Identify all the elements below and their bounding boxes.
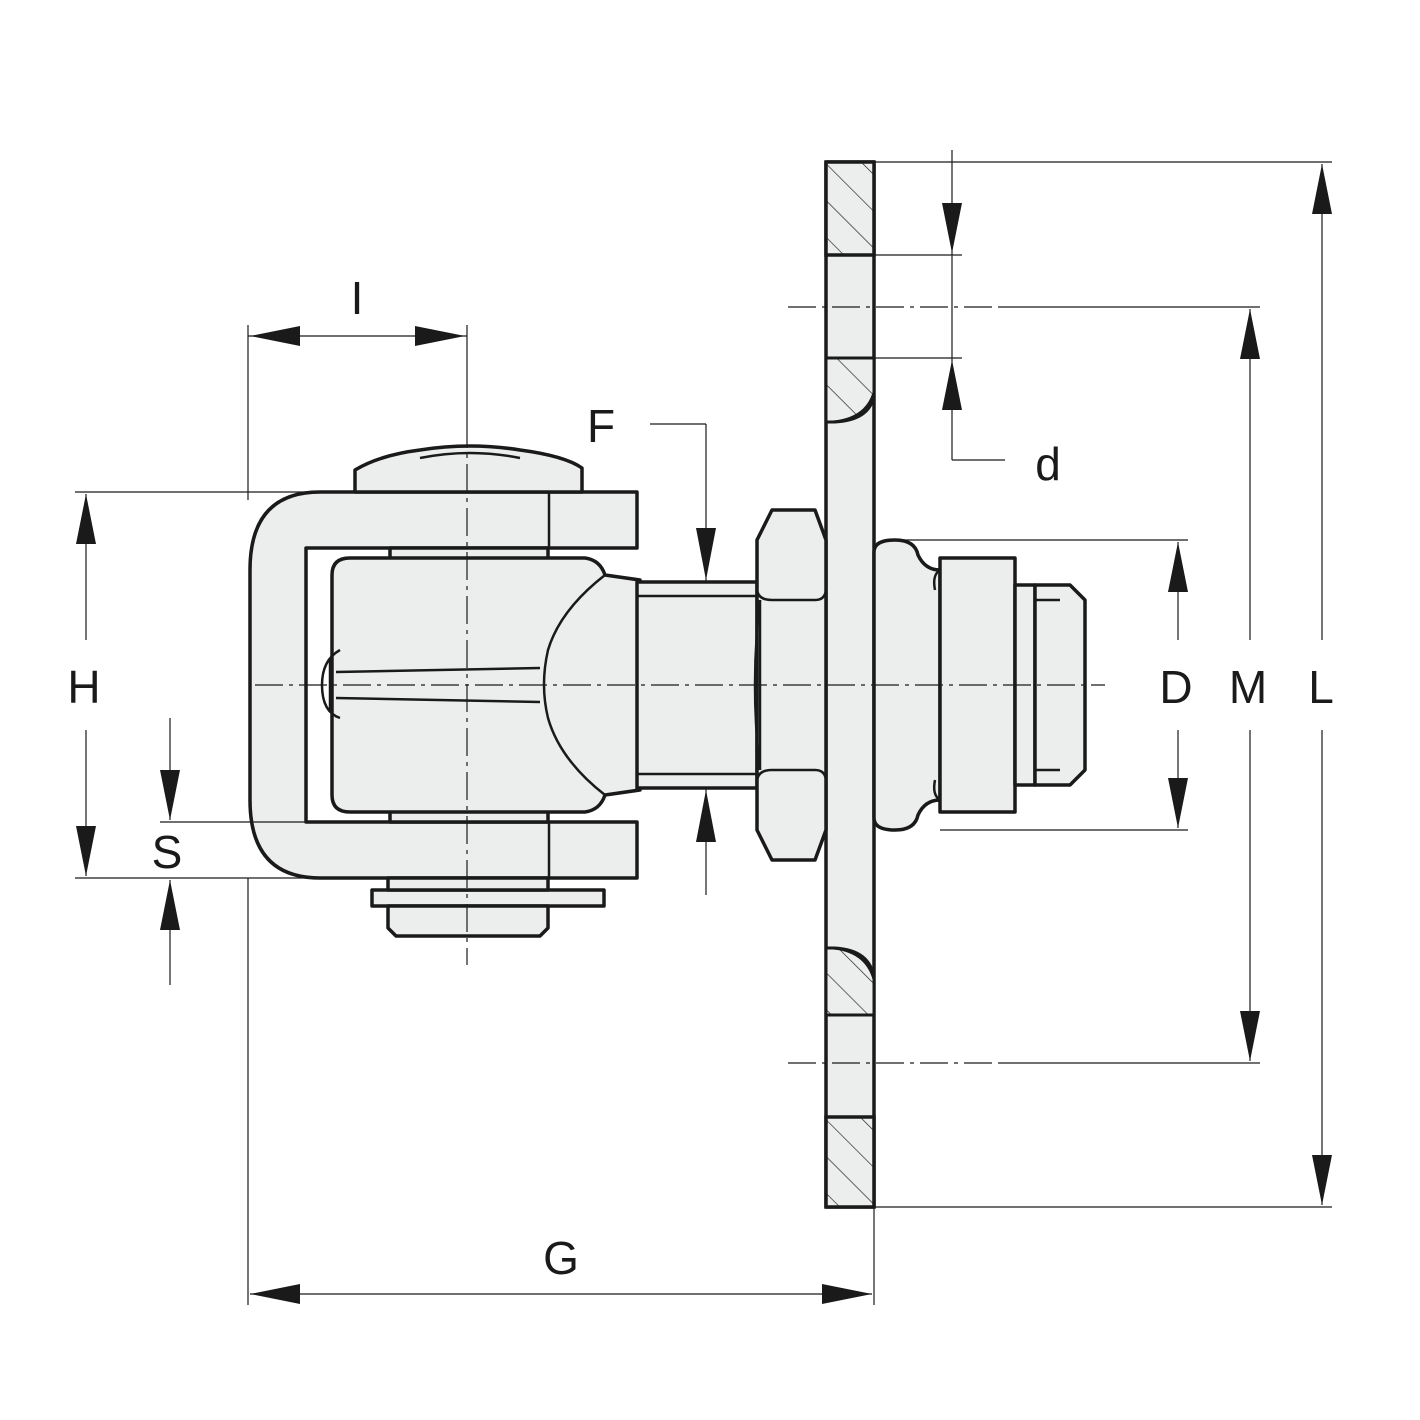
label-i: I (351, 272, 364, 324)
mounting-plate (824, 160, 876, 1209)
label-h: H (67, 661, 100, 713)
dimension-g (247, 878, 875, 1305)
label-g: G (543, 1232, 579, 1284)
label-m: M (1229, 661, 1267, 713)
label-s: S (152, 826, 183, 878)
top-cap (353, 444, 584, 494)
label-f: F (587, 400, 615, 452)
bottom-washer (370, 876, 606, 938)
label-l: L (1308, 661, 1334, 713)
dimension-h (75, 491, 320, 879)
centerlines (255, 306, 1105, 1064)
dimension-d-small (874, 150, 1005, 461)
label-d-large: D (1159, 661, 1192, 713)
dimension-d-large (895, 539, 1188, 831)
dimension-l (874, 161, 1332, 1208)
dimension-f (650, 423, 716, 895)
dimension-m (1000, 306, 1260, 1064)
label-d-small: d (1035, 438, 1061, 490)
dimension-i (247, 325, 468, 500)
dimension-s (160, 718, 306, 985)
